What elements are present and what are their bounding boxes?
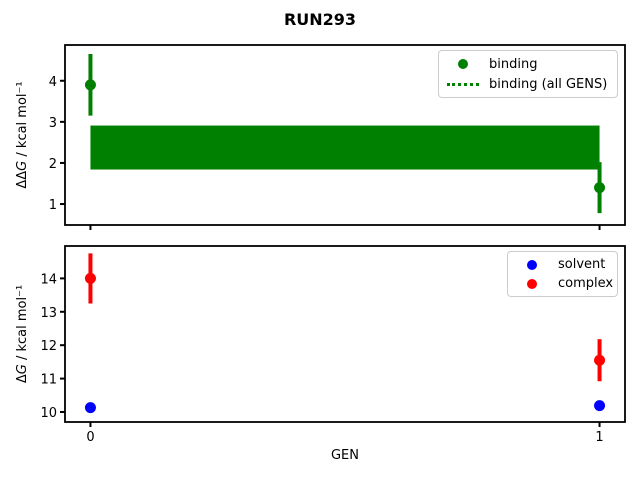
- y-tick-label: 13: [40, 306, 57, 321]
- point-complex-gen1: [594, 354, 606, 366]
- y-tick-label: 14: [40, 272, 57, 287]
- legend-dotted-line-icon: [447, 82, 479, 86]
- point-binding-gen0: [84, 79, 96, 91]
- point-binding-gen1: [594, 182, 606, 194]
- y-tick-label: 2: [49, 157, 57, 172]
- legend-binding: binding binding (all GENS): [438, 50, 618, 98]
- point-solvent-gen0: [84, 402, 96, 414]
- point-complex-gen0: [84, 272, 96, 284]
- legend-label: solvent: [558, 257, 606, 272]
- legend-label: binding (all GENS): [489, 76, 608, 92]
- axes-frame-top: [64, 44, 626, 226]
- point-solvent-gen1: [594, 400, 606, 412]
- band-binding-all-gens: [90, 125, 600, 170]
- axes-frame-bottom: [64, 245, 626, 423]
- y-axis-label-top: ΔΔG / kcal mol⁻¹: [15, 81, 30, 188]
- legend-label: complex: [558, 276, 614, 291]
- x-tick-label: 0: [86, 430, 94, 445]
- y-tick-label: 11: [40, 373, 57, 388]
- y-tick-label: 12: [40, 339, 57, 354]
- y-tick-label: 4: [49, 75, 57, 90]
- legend-dot-icon: [458, 59, 468, 69]
- legend-dot-icon: [527, 278, 537, 289]
- x-tick-label: 1: [595, 430, 603, 445]
- y-tick-label: 10: [40, 406, 57, 421]
- x-axis-label: GEN: [330, 448, 359, 463]
- y-tick-label: 3: [49, 116, 57, 131]
- figure-title: RUN293: [283, 10, 357, 29]
- y-tick-label: 1: [49, 198, 57, 213]
- legend-item-binding: binding: [445, 54, 611, 74]
- legend-label: binding: [489, 56, 538, 72]
- legend-item-solvent: solvent: [514, 255, 611, 274]
- legend-solvent-complex: solvent complex: [507, 251, 618, 297]
- legend-item-binding-all-gens-: binding (all GENS): [445, 74, 611, 94]
- legend-item-complex: complex: [514, 274, 614, 293]
- legend-dot-icon: [527, 259, 537, 270]
- y-axis-label-bottom: ΔG / kcal mol⁻¹: [15, 285, 30, 383]
